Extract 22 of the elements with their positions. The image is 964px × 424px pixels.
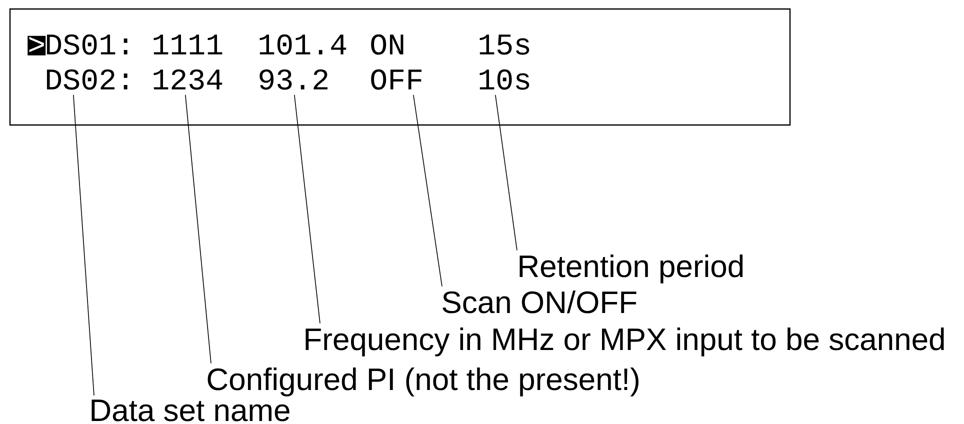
- display-value: 93.2: [260, 69, 328, 90]
- display-value: ON: [371, 34, 404, 55]
- callout-label: Frequency in MHz or MPX input to be scanned: [306, 328, 944, 356]
- display-value: DS02:: [46, 69, 128, 90]
- display-screen: [9, 8, 791, 126]
- callout-label: Retention period: [520, 254, 743, 284]
- display-value: 101.4: [260, 34, 346, 55]
- leader-line: [413, 94, 442, 287]
- callout-label: Data set name: [92, 400, 290, 422]
- leader-line: [185, 94, 212, 364]
- display-value: 1111: [154, 34, 222, 54]
- display-value: OFF: [371, 69, 422, 90]
- callout-label: Configured PI (not the present!): [208, 368, 638, 396]
- display-value: 15s: [480, 34, 530, 55]
- leader-line: [294, 94, 320, 324]
- callout-label: Scan ON/OFF: [442, 290, 636, 314]
- leader-line: [73, 94, 94, 396]
- leader-line: [495, 94, 518, 251]
- display-value: 10s: [480, 69, 530, 90]
- display-value: DS01:: [46, 34, 128, 55]
- display-value: 1234: [154, 69, 222, 90]
- cursor: >: [28, 36, 46, 56]
